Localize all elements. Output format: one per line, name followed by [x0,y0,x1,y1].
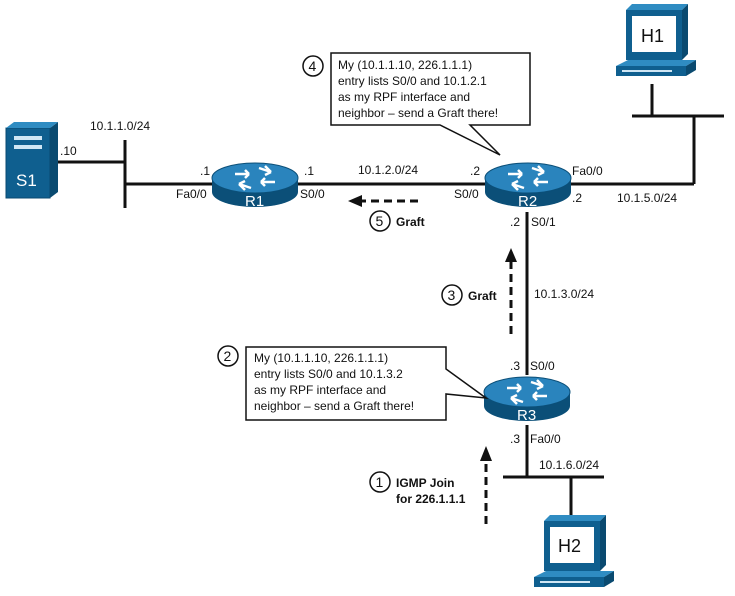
callout-4-line-1: My (10.1.1.10, 226.1.1.1) [338,58,472,72]
intf-r2-fa: Fa0/0 [572,164,603,178]
graft-arrow-step-5 [348,195,418,207]
step-4-marker: 4 [302,55,324,77]
intf-r3-s0: S0/0 [530,359,555,373]
addr-r2-fa: .2 [572,191,582,205]
callout-4-line-3: as my RPF interface and [338,90,470,104]
intf-r1-s0: S0/0 [300,187,325,201]
igmp-join-arrow-step-1 [480,446,492,524]
callout-2-line-4: neighbor – send a Graft there! [254,399,414,413]
callout-4-line-2: entry lists S0/0 and 10.1.2.1 [338,74,487,88]
r2-label: R2 [518,193,537,210]
callout-4-line-4: neighbor – send a Graft there! [338,106,498,120]
addr-r1-s0: .1 [304,164,314,178]
pc-icon [534,515,614,587]
h1-label: H1 [641,26,664,46]
step-4-number: 4 [309,58,317,74]
intf-r1-fa: Fa0/0 [176,187,207,201]
pc-h2: H2 [534,515,614,587]
step-3-marker: 3 [441,284,463,306]
callout-2-line-1: My (10.1.1.10, 226.1.1.1) [254,351,388,365]
callout-2-line-3: as my RPF interface and [254,383,386,397]
r1-label: R1 [245,193,264,210]
callout-step-4: My (10.1.1.10, 226.1.1.1) entry lists S0… [330,52,531,156]
subnet-lan5: 10.1.5.0/24 [617,191,677,205]
step-1-label-line-2: for 226.1.1.1 [396,492,466,506]
router-icon [484,162,572,207]
graft-3-arrowhead [505,248,517,262]
h2-label: H2 [558,536,581,556]
graft-arrow-step-3 [505,248,517,334]
router-r2: R2 [484,162,572,210]
step-1-label-line-1: IGMP Join [396,476,454,490]
step-3-number: 3 [448,287,456,303]
step-3-label: Graft [468,289,497,303]
addr-r3-s0: .3 [510,359,520,373]
router-icon [211,162,299,207]
intf-r3-fa: Fa0/0 [530,432,561,446]
join-1-arrowhead [480,446,492,461]
subnet-r1r2: 10.1.2.0/24 [358,163,418,177]
step-5-number: 5 [376,213,384,229]
s1-label: S1 [16,171,37,190]
router-r1: R1 [211,162,299,210]
step-5-label: Graft [396,215,425,229]
addr-s1: .10 [60,144,77,158]
r3-label: R3 [517,407,536,424]
step-1-marker: 1 [369,471,391,493]
addr-r1-fa: .1 [200,164,210,178]
intf-r2-s0: S0/0 [454,187,479,201]
server-icon [5,122,58,199]
server-s1: S1 [5,122,58,199]
step-2-number: 2 [224,348,232,364]
intf-r2-s1: S0/1 [531,215,556,229]
graft-5-arrowhead [348,195,362,207]
router-r3: R3 [483,376,571,424]
subnet-lan6: 10.1.6.0/24 [539,458,599,472]
addr-r2-s0: .2 [470,164,480,178]
addr-r2-s1: .2 [510,215,520,229]
callout-step-2: My (10.1.1.10, 226.1.1.1) entry lists S0… [245,346,489,421]
subnet-lan1: 10.1.1.0/24 [90,119,150,133]
step-5-marker: 5 [369,210,391,232]
pc-h1: H1 [616,4,696,76]
addr-r3-fa: .3 [510,432,520,446]
subnet-r2r3: 10.1.3.0/24 [534,287,594,301]
links [52,84,724,520]
callout-2-line-2: entry lists S0/0 and 10.1.3.2 [254,367,403,381]
step-2-marker: 2 [217,345,239,367]
pc-icon [616,4,696,76]
router-icon [483,376,571,421]
step-1-number: 1 [376,474,384,490]
